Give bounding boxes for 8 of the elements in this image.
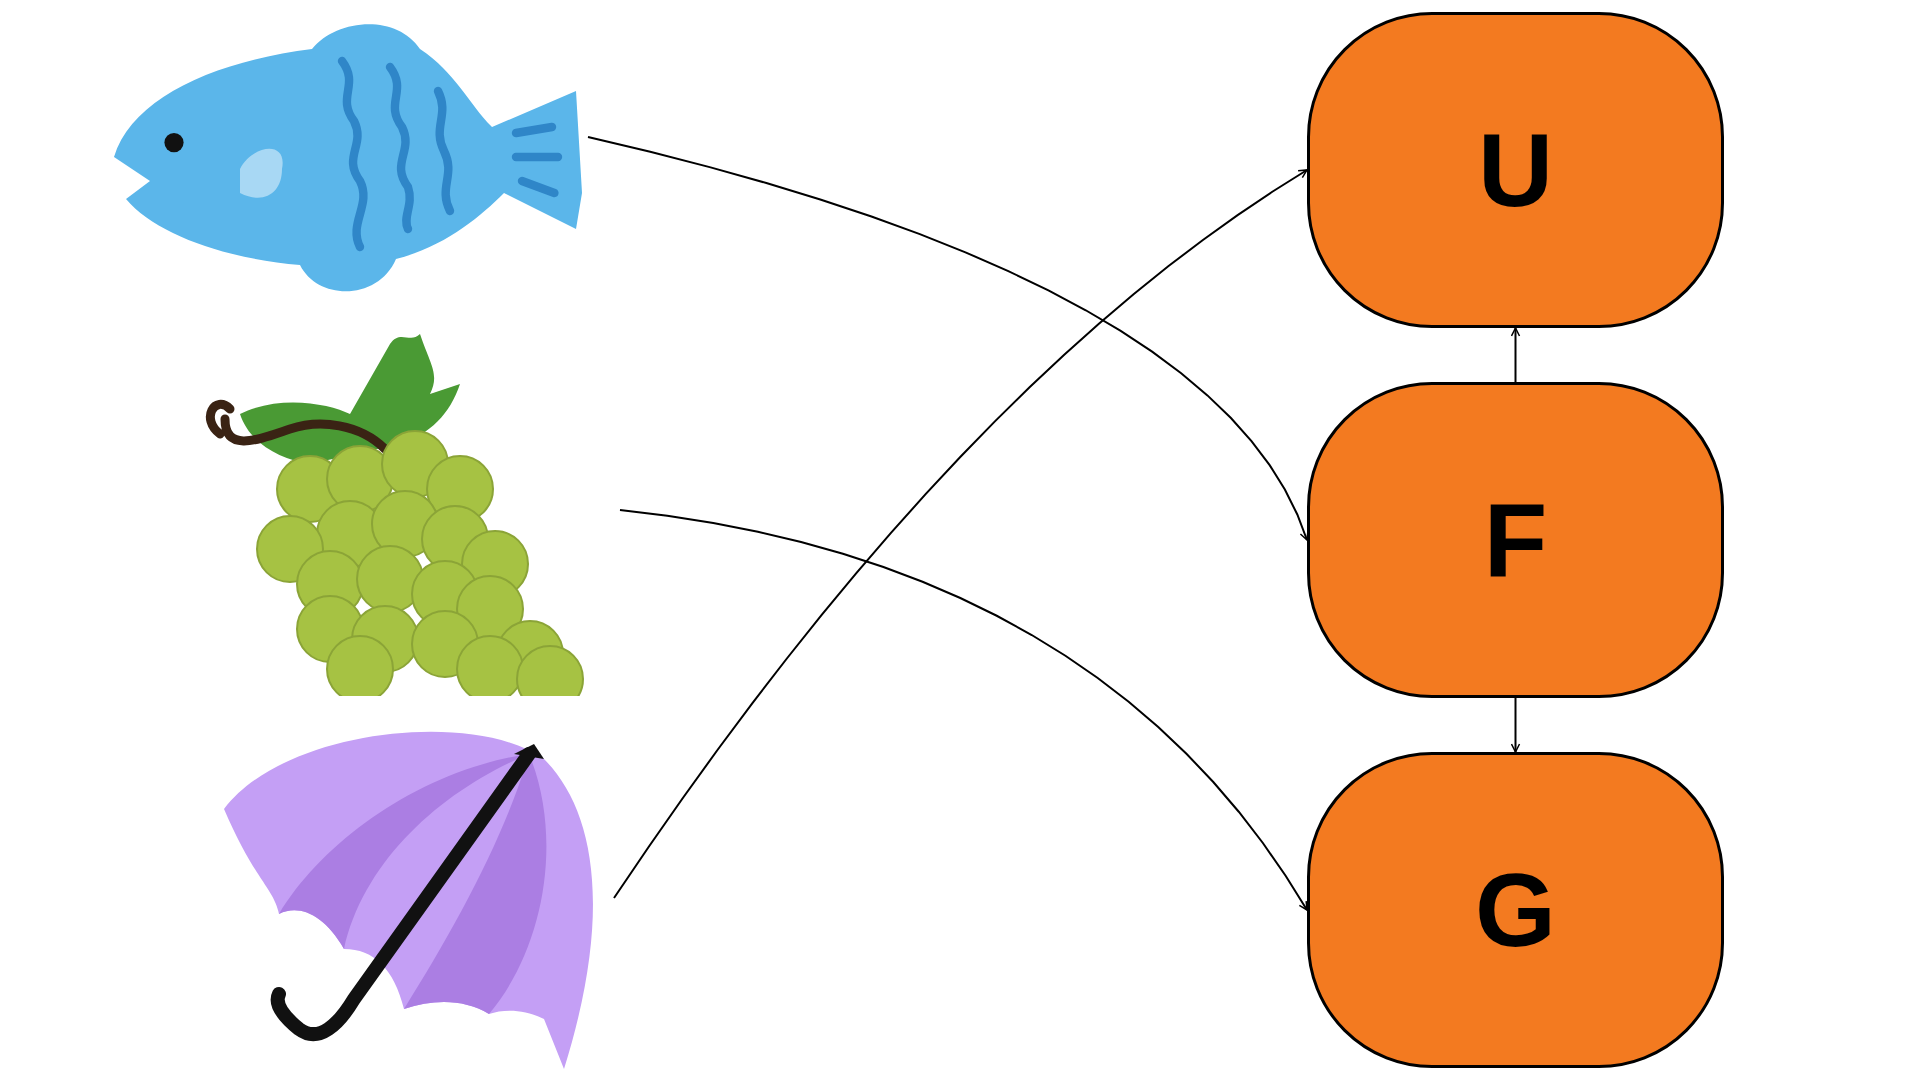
arrow [1510,327,1521,383]
node-label: F [1483,488,1548,592]
arrow [1510,697,1521,753]
arrow [587,136,1309,541]
node-label: U [1477,118,1554,222]
arrow [613,169,1308,899]
node-label: G [1475,858,1556,962]
arrow [619,509,1308,911]
